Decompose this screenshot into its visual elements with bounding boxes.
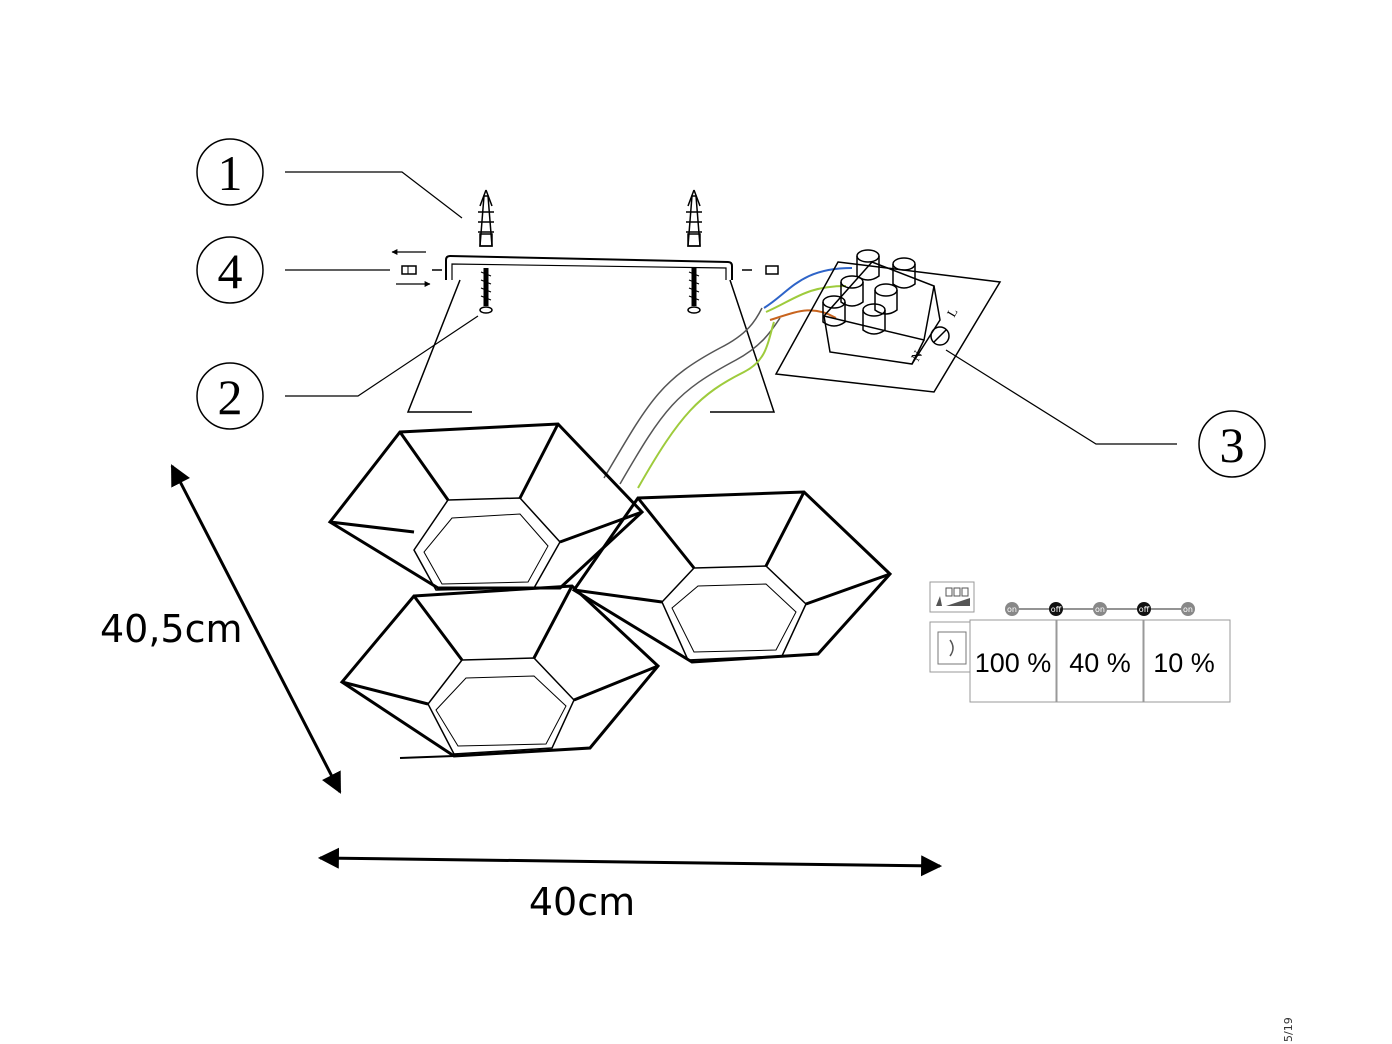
- wall-switch-icon: [929, 621, 975, 673]
- lamp-body: [327, 422, 893, 759]
- callout-4: 4: [196, 236, 390, 304]
- switch-state-label: on: [1007, 605, 1017, 614]
- mounting-bracket: [391, 189, 779, 413]
- callout-3: 3: [945, 349, 1266, 478]
- level-cells: 100 % 40 % 10 %: [969, 619, 1231, 703]
- width-dimension: 40cm: [317, 847, 943, 924]
- switch-state-3: off: [1137, 602, 1151, 616]
- callout-2-label: 2: [218, 369, 243, 425]
- earth-screw-icon: [930, 326, 950, 346]
- neutral-label: N: [908, 347, 926, 363]
- switch-state-1: off: [1049, 602, 1063, 616]
- screw-right-icon: [687, 268, 701, 314]
- terminal-screws: [822, 249, 916, 335]
- side-screw-right-icon: [742, 265, 779, 275]
- height-dimension-label: 40,5cm: [100, 607, 243, 651]
- switch-state-label: on: [1183, 605, 1193, 614]
- height-dimension: 40,5cm: [100, 464, 342, 794]
- switch-state-4: on: [1181, 602, 1195, 616]
- switch-dimming-panel: on off on off on 100 % 40 % 10 %: [929, 581, 1231, 703]
- callout-1: 1: [196, 138, 463, 219]
- lamp-module-bottom-left: [339, 584, 661, 759]
- callout-1-label: 1: [218, 145, 243, 201]
- callout-3-label: 3: [1220, 417, 1245, 473]
- level-100: 100 %: [975, 648, 1052, 678]
- switch-state-2: on: [1093, 602, 1107, 616]
- wall-plug-right-icon: [686, 189, 702, 247]
- page-number: 5/19: [1282, 1017, 1295, 1042]
- level-40: 40 %: [1069, 648, 1131, 678]
- switch-state-0: on: [1005, 602, 1019, 616]
- terminal-block: N L: [774, 249, 1002, 393]
- lamp-module-right: [571, 490, 893, 664]
- switch-state-label: off: [1051, 605, 1062, 614]
- level-10: 10 %: [1153, 648, 1215, 678]
- side-screw-left-icon: [391, 249, 442, 287]
- earth-wire: [637, 321, 775, 489]
- callout-2: 2: [196, 315, 479, 430]
- wall-plug-left-icon: [478, 189, 494, 247]
- screw-left-icon: [479, 268, 493, 314]
- power-cable: [603, 267, 853, 489]
- switch-state-label: on: [1095, 605, 1105, 614]
- dimming-icon: [929, 581, 975, 613]
- live-label: L: [944, 305, 961, 319]
- lamp-module-top-left: [327, 422, 645, 591]
- switch-state-label: off: [1139, 605, 1150, 614]
- width-dimension-label: 40cm: [529, 880, 635, 924]
- callout-4-label: 4: [218, 243, 243, 299]
